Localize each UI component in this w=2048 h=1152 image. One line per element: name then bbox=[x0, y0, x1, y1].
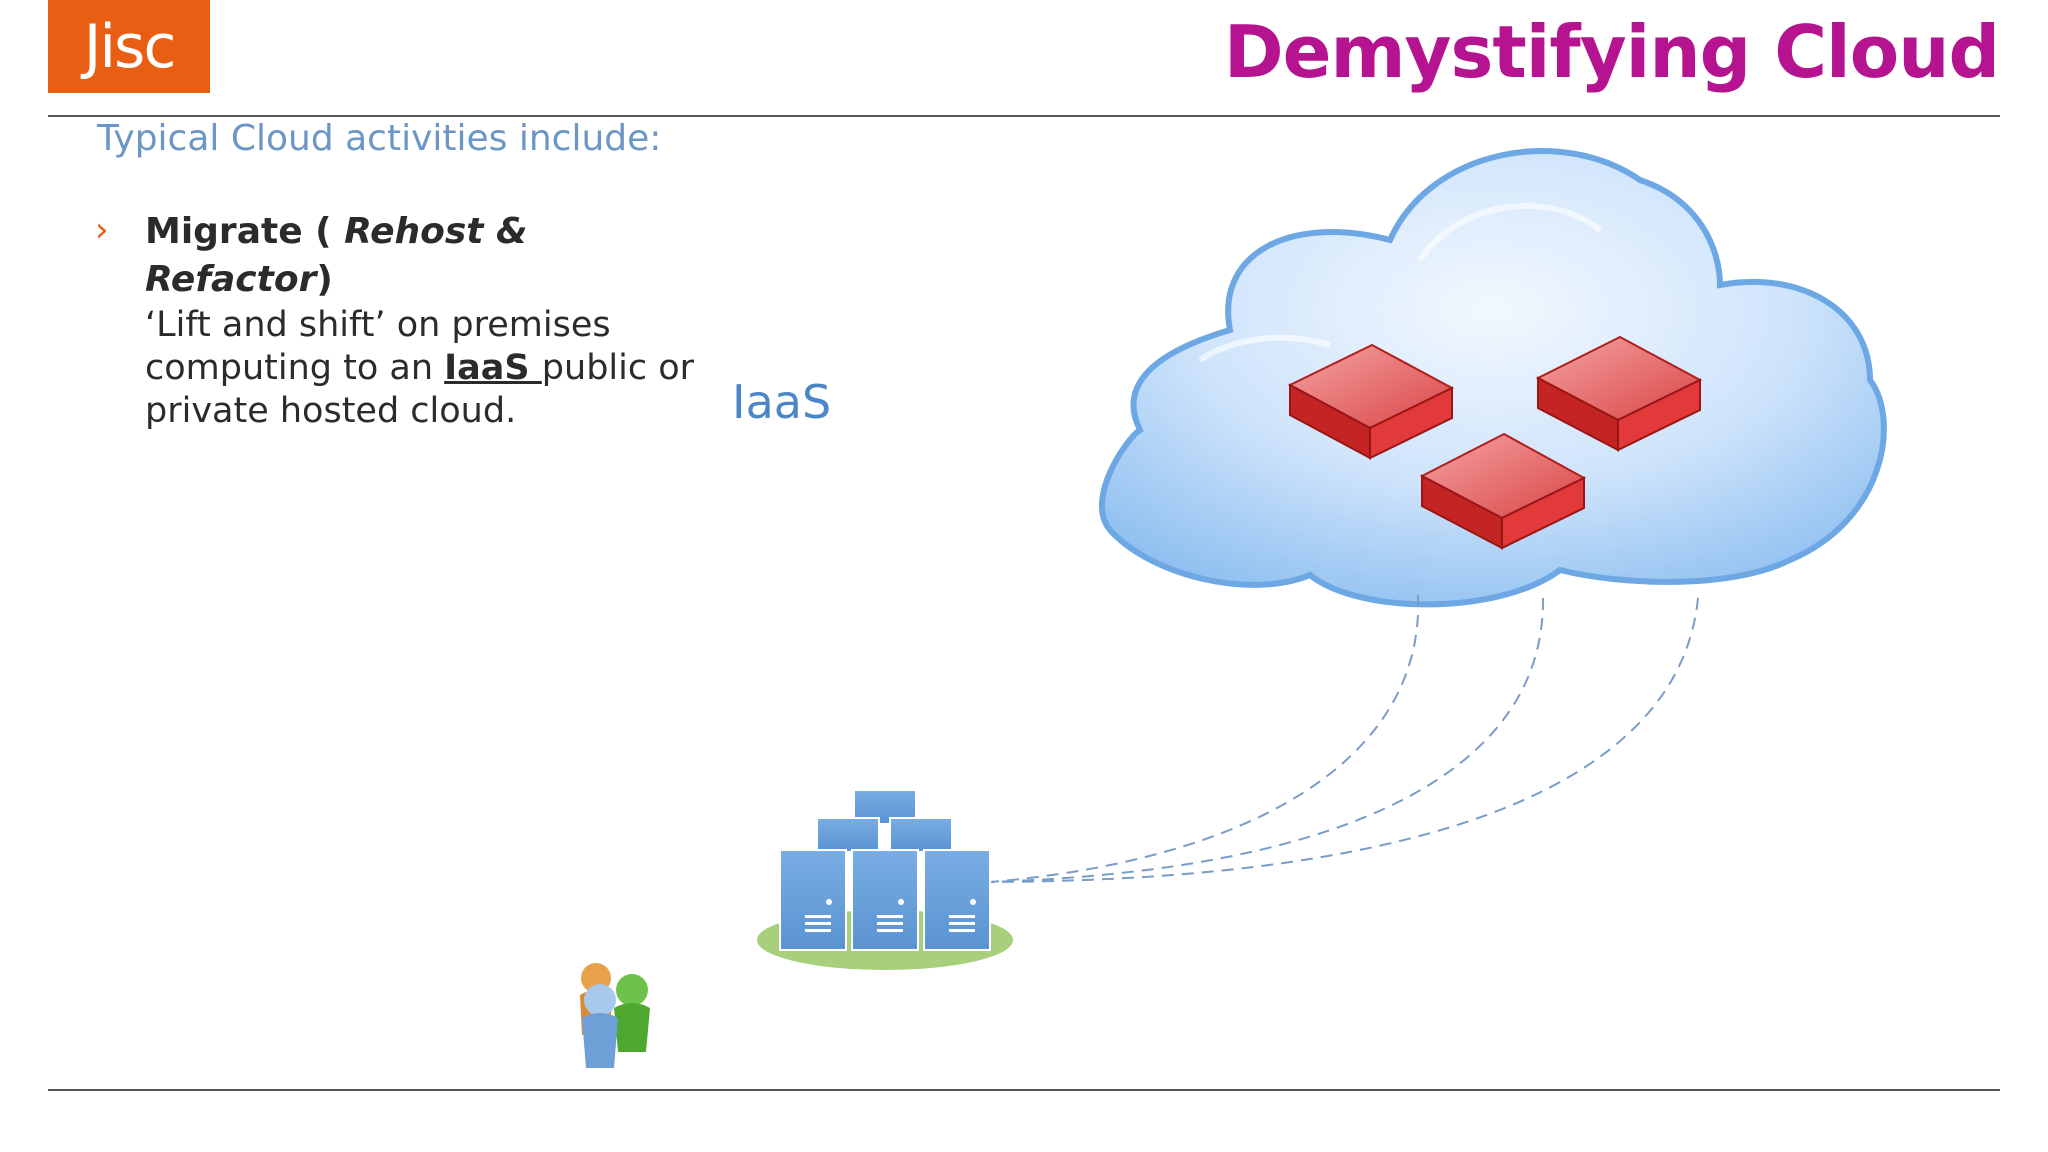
iaas-label: IaaS bbox=[732, 375, 832, 429]
server-icon bbox=[1535, 335, 1703, 452]
bullet-line-3: private hosted cloud. bbox=[145, 391, 517, 431]
users-icon bbox=[580, 963, 650, 1068]
bullet-heading: Migrate ( Rehost & Refactor) bbox=[145, 211, 528, 300]
bullet-text: Migrate ( Rehost & Refactor) ‘Lift and s… bbox=[145, 208, 705, 433]
footer-divider bbox=[48, 1089, 2000, 1091]
slide-title: Demystifying Cloud bbox=[1223, 10, 2000, 94]
bullet-line-2: computing to an IaaS public or bbox=[145, 348, 695, 388]
slide-subtitle: Typical Cloud activities include: bbox=[97, 118, 662, 159]
bullet-chevron-icon: › bbox=[95, 210, 109, 250]
datacenter-icon bbox=[757, 789, 1013, 970]
header-divider bbox=[48, 115, 2000, 117]
jisc-logo: Jisc bbox=[48, 0, 210, 93]
server-icon bbox=[1419, 432, 1587, 550]
server-icon bbox=[1287, 343, 1455, 460]
cloud-icon bbox=[1099, 148, 1887, 608]
connection-lines bbox=[989, 594, 1699, 883]
bullet-line-1: ‘Lift and shift’ on premises bbox=[145, 305, 611, 345]
